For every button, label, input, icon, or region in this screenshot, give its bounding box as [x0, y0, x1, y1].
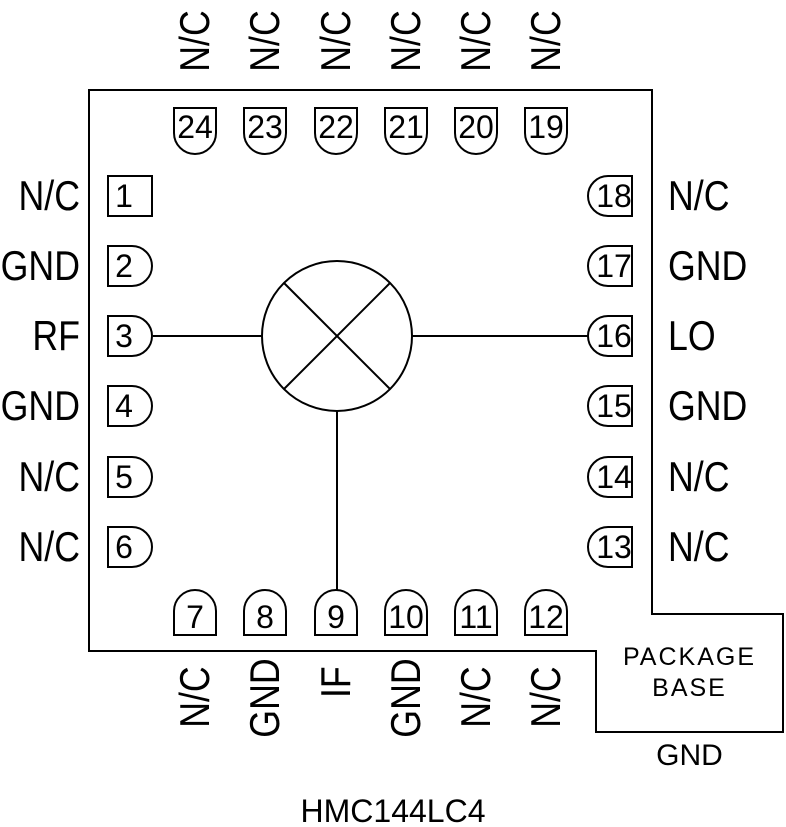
- pin-11-label: N/C: [452, 666, 499, 728]
- pin-22: 22: [314, 107, 358, 155]
- mixer-cross-line-b: [283, 282, 391, 390]
- package-base-gnd-label: GND: [656, 739, 723, 772]
- pin-24-label: N/C: [171, 10, 218, 72]
- pin-6: 6: [107, 526, 153, 568]
- pin-19-label: N/C: [522, 10, 569, 72]
- pin-13: 13: [587, 526, 633, 568]
- pin-5: 5: [107, 456, 153, 498]
- pin-21-label: N/C: [382, 10, 429, 72]
- pin-19: 19: [524, 107, 568, 155]
- pin-8-label: GND: [241, 658, 288, 738]
- pin-9-label: IF: [312, 666, 359, 699]
- pin-24: 24: [173, 107, 217, 155]
- pin-3-label: RF: [32, 312, 80, 359]
- pin-5-label: N/C: [18, 453, 80, 500]
- pin-3: 3: [107, 315, 153, 357]
- pin-20: 20: [454, 107, 498, 155]
- pin-18-label: N/C: [668, 172, 730, 219]
- package-base-line1: PACKAGE: [622, 643, 757, 671]
- pin-2-label: GND: [0, 242, 80, 289]
- chip-title: HMC144LC4: [300, 793, 486, 827]
- pin-7-label: N/C: [171, 666, 218, 728]
- pin-17: 17: [587, 245, 633, 287]
- pin-21: 21: [384, 107, 428, 155]
- pin-20-label: N/C: [452, 10, 499, 72]
- pin-14: 14: [587, 456, 633, 498]
- package-base-block: PACKAGE BASE: [596, 614, 783, 732]
- pin-23-label: N/C: [241, 10, 288, 72]
- pin-6-label: N/C: [18, 523, 80, 570]
- pin-10-label: GND: [382, 658, 429, 738]
- pin-8: 8: [243, 589, 287, 636]
- pin-22-label: N/C: [312, 10, 359, 72]
- pin-18: 18: [587, 175, 633, 217]
- pin-7: 7: [173, 589, 217, 636]
- pin-14-label: N/C: [668, 453, 730, 500]
- pin-10: 10: [384, 589, 428, 636]
- pin-13-label: N/C: [668, 523, 730, 570]
- pin-12: 12: [524, 589, 568, 636]
- pin-1: 1: [107, 175, 153, 217]
- pin-11: 11: [454, 589, 498, 636]
- pin-16-label: LO: [668, 312, 716, 359]
- pin-23: 23: [243, 107, 287, 155]
- pin-1-label: N/C: [18, 172, 80, 219]
- pin-15: 15: [587, 385, 633, 427]
- pin-2: 2: [107, 245, 153, 287]
- pin-4-label: GND: [0, 382, 80, 429]
- pin-4: 4: [107, 385, 153, 427]
- pin-15-label: GND: [668, 382, 748, 429]
- pin-17-label: GND: [668, 242, 748, 289]
- pin-9: 9: [314, 589, 358, 636]
- pin-16: 16: [587, 315, 633, 357]
- pin-12-label: N/C: [522, 666, 569, 728]
- package-base-line2: BASE: [652, 674, 727, 702]
